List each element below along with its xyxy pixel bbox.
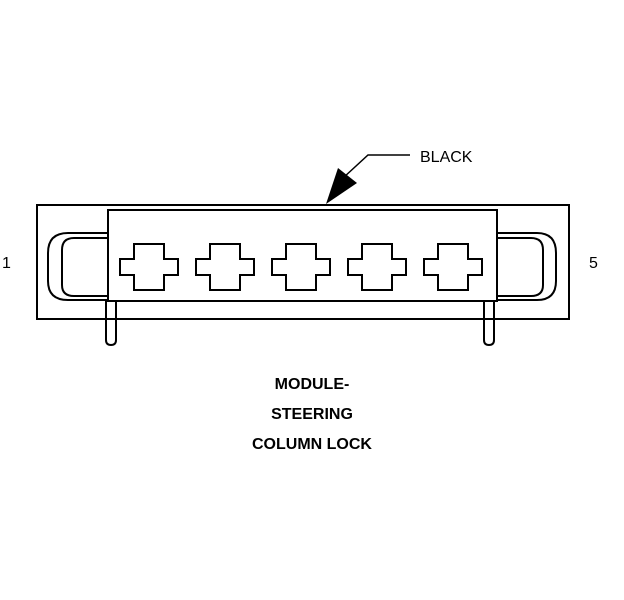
terminal-cavity-3 [271,243,331,291]
callout-leader [342,154,410,179]
title-line-3: COLUMN LOCK [252,436,372,453]
pin-number-first: 1 [2,255,11,272]
right-mounting-pin [483,301,495,347]
right-latch [497,232,557,301]
terminal-cavity-4 [347,243,407,291]
left-latch [47,232,108,301]
title-line-1: MODULE- [274,376,350,393]
right-latch-inner [497,237,544,297]
connector-body [107,209,498,302]
terminal-cavity-1 [119,243,179,291]
callout-arrowhead [326,168,357,204]
pin-number-last: 5 [589,255,598,272]
terminal-cavity-2 [195,243,255,291]
left-mounting-pin [105,301,117,347]
left-latch-inner [61,237,108,297]
title-line-2: STEERING [271,406,353,423]
cavity-group [119,243,483,291]
callout-label: BLACK [420,149,473,166]
connector-housing [36,204,570,320]
terminal-cavity-5 [423,243,483,291]
